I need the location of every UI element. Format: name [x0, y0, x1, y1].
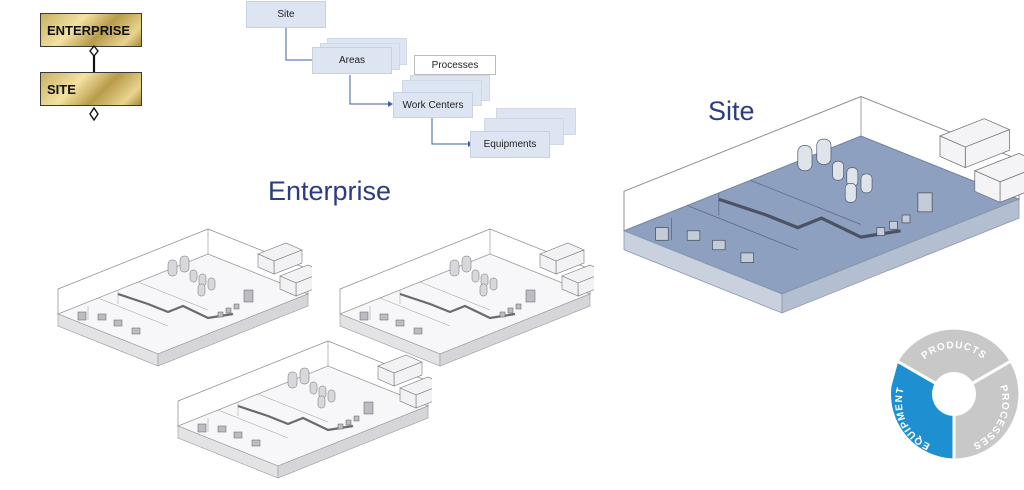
site-plant — [622, 96, 1024, 314]
flow-areas-box: Areas — [312, 47, 392, 74]
flow-site-box: Site — [246, 1, 326, 28]
enterprise-title: Enterprise — [268, 176, 392, 206]
flow-equipments-label: Equipments — [483, 139, 537, 150]
flow-site-label: Site — [277, 9, 295, 20]
site-label: SITE — [47, 81, 76, 97]
site-title: Site — [708, 96, 755, 126]
enterprise-plant-3 — [176, 340, 432, 480]
flow-workcenters-box: Work Centers — [393, 92, 473, 118]
flow-areas-label: Areas — [338, 55, 366, 66]
flow-equipments-box: Equipments — [470, 131, 550, 158]
enterprise-label-box: ENTERPRISE — [40, 13, 142, 47]
flow-workcenters-label: Work Centers — [402, 99, 464, 111]
diamond-bottom — [89, 106, 99, 122]
site-label-box: SITE — [40, 72, 142, 106]
flow-processes-label: Processes — [431, 59, 479, 71]
wheel-segment-products — [894, 326, 1014, 396]
wheel-center — [932, 372, 976, 416]
flow-processes-box: Processes — [414, 55, 496, 75]
ppe-wheel: PRODUCTS PROCESSES EQUIPMENT — [888, 326, 1022, 462]
enterprise-label: ENTERPRISE — [47, 22, 131, 38]
hierarchy-connector — [89, 44, 99, 122]
